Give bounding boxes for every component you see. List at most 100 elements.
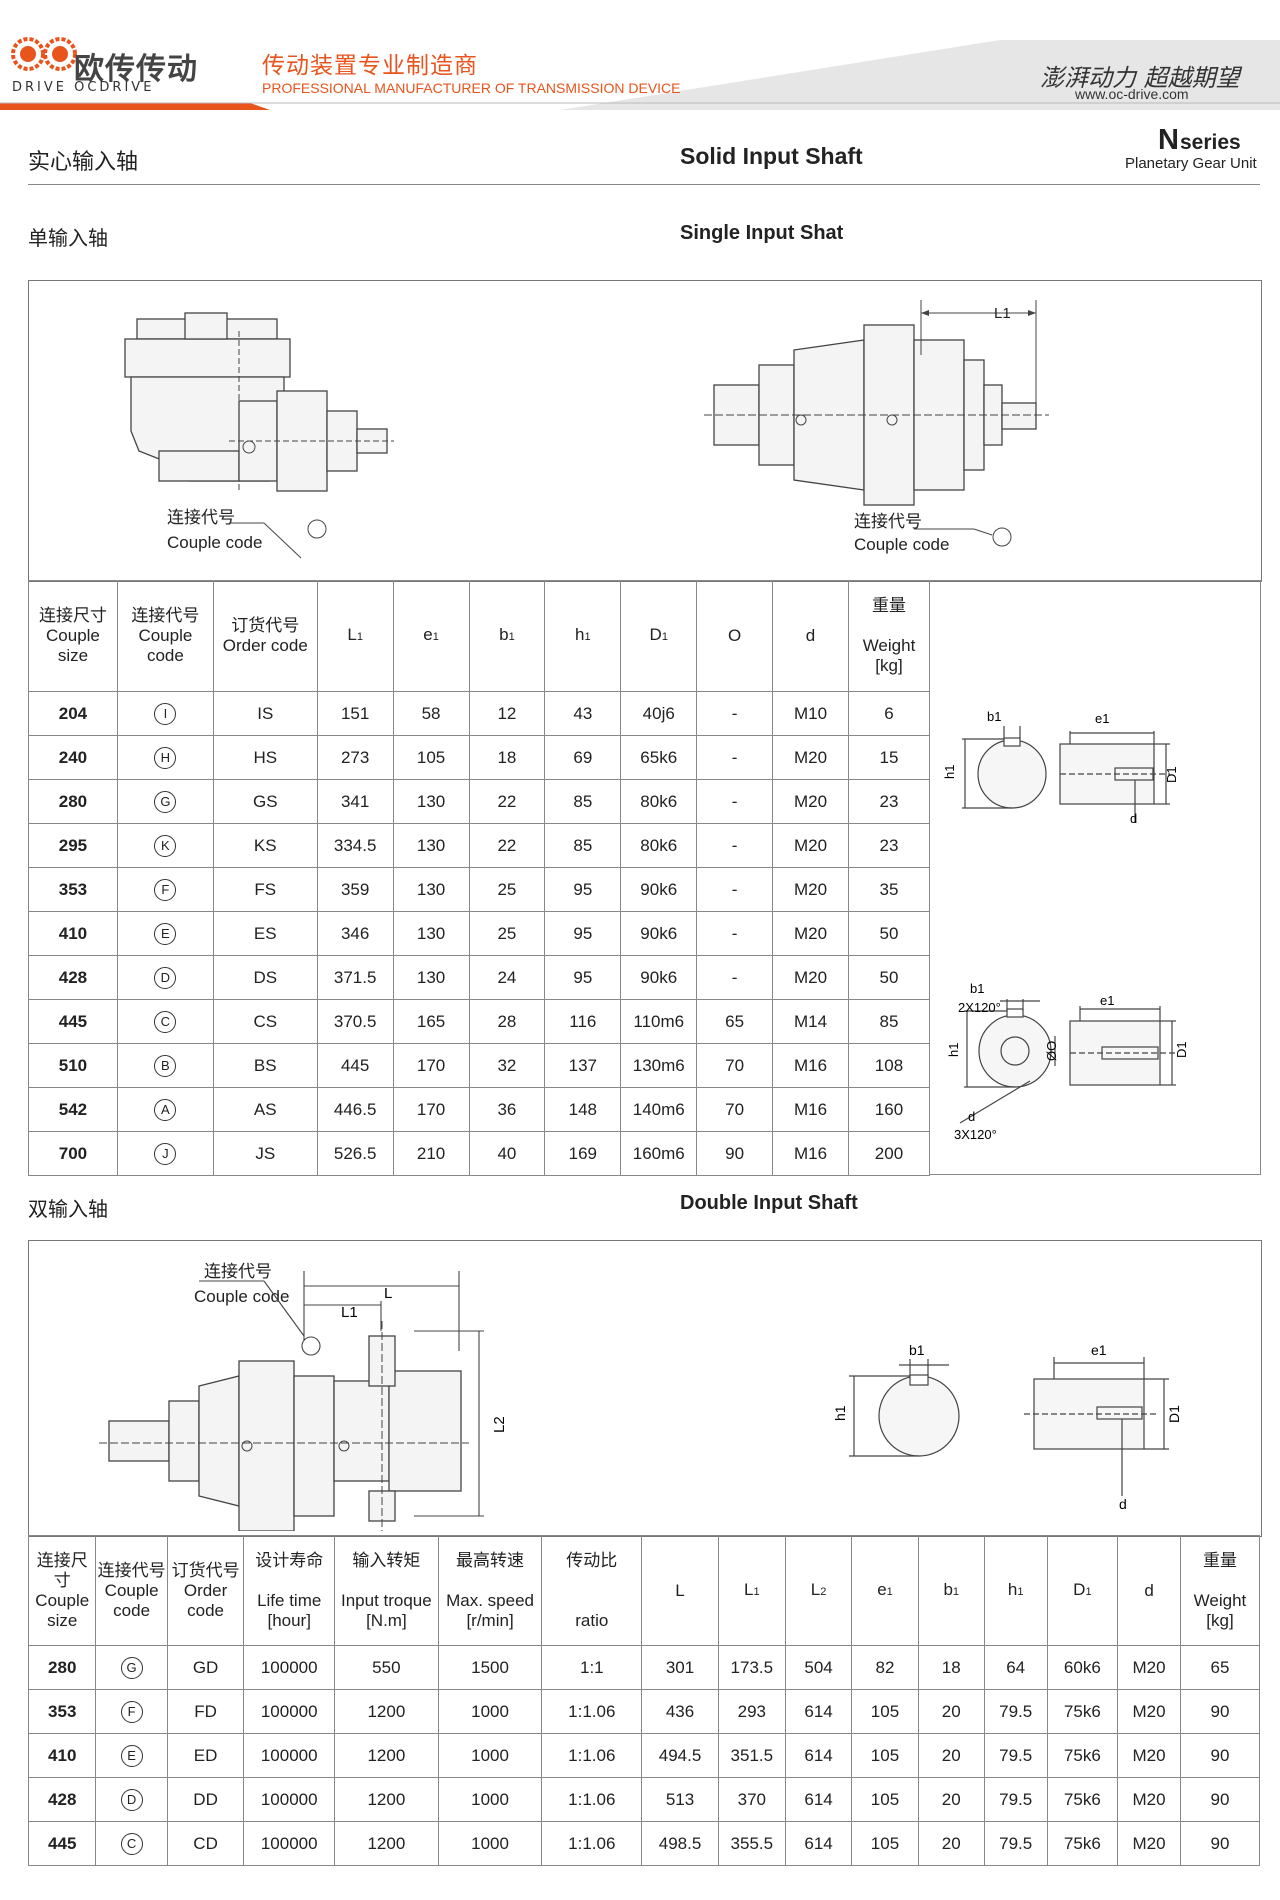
couple-code-badge: F	[120, 1700, 143, 1723]
cell-b1: 20	[917, 1733, 985, 1778]
cell-b1: 25	[468, 867, 546, 912]
double-couple-label-cn: 连接代号	[204, 1262, 272, 1282]
cell-w: 90	[1179, 1733, 1261, 1778]
cell-size: 428	[28, 955, 118, 1000]
cell-order: FD	[166, 1689, 245, 1734]
cell-d: M20	[1117, 1777, 1181, 1822]
couple-code-badge: G	[154, 790, 177, 813]
cell-b1: 36	[468, 1087, 546, 1132]
cell-L1: 359	[316, 867, 394, 912]
series-sub: Planetary Gear Unit	[1125, 155, 1257, 172]
cell-life: 100000	[243, 1645, 336, 1690]
cell-d: M10	[772, 691, 849, 736]
series-letter: N	[1158, 124, 1179, 156]
cell-e1: 130	[392, 867, 470, 912]
cell-torque: 550	[334, 1645, 439, 1690]
cell-code: D	[95, 1777, 168, 1822]
cell-code: E	[116, 911, 214, 956]
cell-O: 70	[696, 1087, 774, 1132]
cell-b1: 22	[468, 779, 546, 824]
cell-order: ES	[212, 911, 318, 956]
cell-order: AS	[212, 1087, 318, 1132]
cell-code: A	[116, 1087, 214, 1132]
cell-code: I	[116, 691, 214, 736]
cell-speed: 1000	[437, 1733, 543, 1778]
cell-e1: 58	[392, 691, 470, 736]
cell-code: J	[116, 1131, 214, 1176]
cell-h1: 79.5	[983, 1689, 1048, 1734]
double-hdr-h1: h1	[983, 1535, 1048, 1646]
title-divider	[28, 184, 1260, 185]
single-title-en: Single Input Shat	[680, 222, 844, 244]
cell-d: M20	[772, 823, 849, 868]
cell-code: H	[116, 735, 214, 780]
cell-size: 353	[27, 1689, 97, 1734]
couple-code-badge: H	[154, 746, 177, 769]
double-keyway-details: b1 e1 h1 D1 d	[832, 1342, 1182, 1511]
cell-life: 100000	[243, 1689, 336, 1734]
cell-code: G	[95, 1645, 168, 1690]
double-detail-h1: h1	[832, 1405, 848, 1421]
cell-w: 6	[847, 691, 931, 736]
cell-size: 542	[28, 1087, 118, 1132]
cell-L2: 614	[784, 1733, 853, 1778]
cell-e1: 130	[392, 779, 470, 824]
cell-L1: 151	[316, 691, 394, 736]
cell-d: M20	[1117, 1821, 1181, 1866]
couple-code-badge: C	[154, 1010, 177, 1033]
cell-D1: 90k6	[620, 911, 698, 956]
cell-w: 15	[847, 735, 931, 780]
company-logo-icon	[11, 37, 77, 71]
couple-code-badge: E	[120, 1744, 143, 1767]
cell-D1: 40j6	[620, 691, 698, 736]
cell-order: HS	[212, 735, 318, 780]
cell-L2: 614	[784, 1777, 853, 1822]
cell-O: 90	[696, 1131, 774, 1176]
single-couple-label-cn-right: 连接代号	[854, 512, 922, 532]
single-couple-label-cn-left: 连接代号	[167, 508, 235, 528]
cell-b1: 25	[468, 911, 546, 956]
cell-size: 410	[28, 911, 118, 956]
couple-code-badge: D	[154, 966, 177, 989]
cell-O: -	[696, 779, 774, 824]
double-detail-b1: b1	[909, 1342, 925, 1358]
couple-code-badge: D	[120, 1788, 143, 1811]
cell-w: 50	[847, 911, 931, 956]
double-hdr-e1: e1	[851, 1535, 919, 1646]
cell-h1: 148	[544, 1087, 622, 1132]
cell-w: 108	[847, 1043, 931, 1088]
cell-O: 70	[696, 1043, 774, 1088]
cell-O: -	[696, 691, 774, 736]
cell-w: 50	[847, 955, 931, 1000]
cell-speed: 1500	[437, 1645, 543, 1690]
cell-e1: 105	[851, 1689, 919, 1734]
cell-order: ED	[166, 1733, 245, 1778]
cell-w: 65	[1179, 1645, 1261, 1690]
double-dim-L1: L1	[341, 1304, 358, 1321]
cell-e1: 170	[392, 1043, 470, 1088]
cell-code: K	[116, 823, 214, 868]
cell-life: 100000	[243, 1733, 336, 1778]
cell-e1: 105	[851, 1777, 919, 1822]
cell-h1: 169	[544, 1131, 622, 1176]
double-dim-L2: L2	[491, 1416, 508, 1433]
cell-code: B	[116, 1043, 214, 1088]
cell-b1: 24	[468, 955, 546, 1000]
cell-size: 445	[28, 999, 118, 1044]
double-dim-L: L	[384, 1285, 392, 1302]
cell-d: M20	[772, 867, 849, 912]
single-couple-leader-right	[914, 527, 1012, 547]
website: www.oc-drive.com	[1075, 86, 1189, 102]
cell-b1: 28	[468, 999, 546, 1044]
cell-h1: 95	[544, 867, 622, 912]
cell-code: C	[116, 999, 214, 1044]
cell-torque: 1200	[334, 1733, 439, 1778]
single-couple-label-en-right: Couple code	[854, 535, 950, 554]
cell-h1: 79.5	[983, 1821, 1048, 1866]
